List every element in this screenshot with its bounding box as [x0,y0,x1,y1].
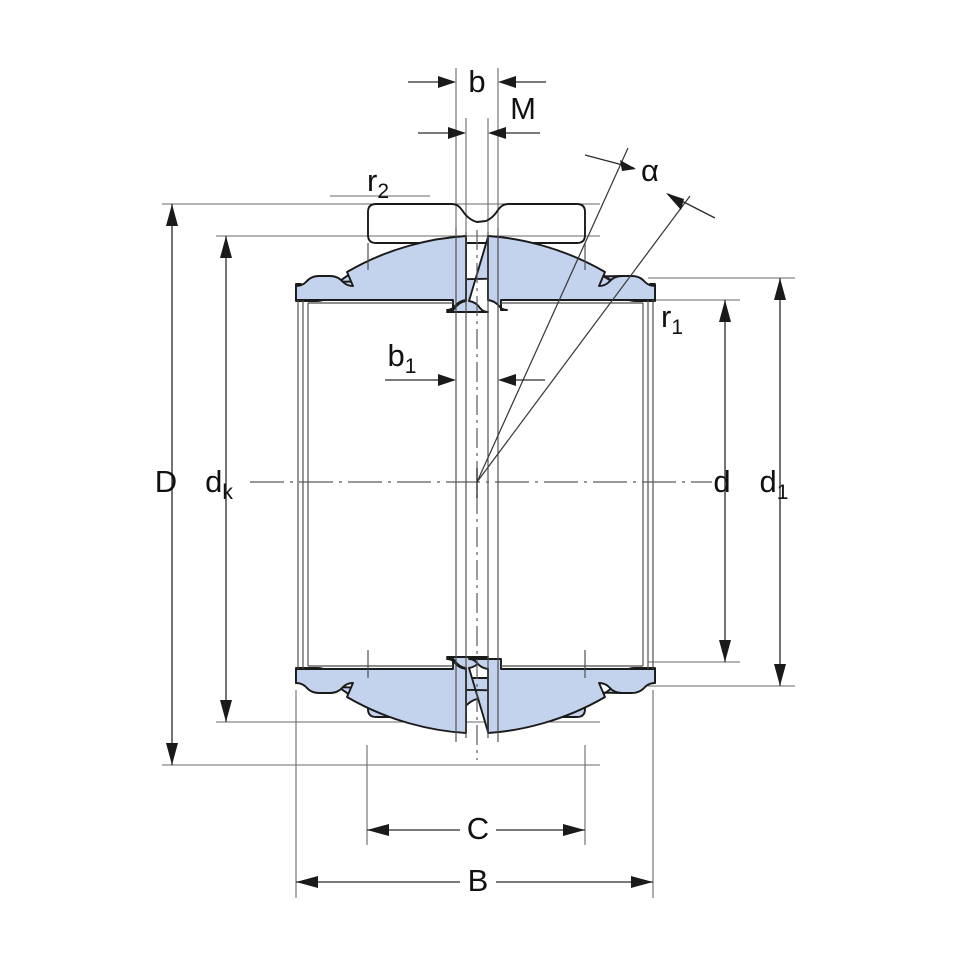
dimension-C: C [367,811,585,846]
dim-M-arrow-right [488,127,506,139]
dim-label-d1: d1 [760,464,789,503]
alpha-angle-indicator [476,147,716,498]
dim-d-arrow-bottom [719,640,731,662]
dim-B-arrow-left [296,876,318,888]
inner-ring-arch-lower [295,658,467,734]
dim-dk-arrow-top [220,236,232,258]
dimension-b: b [408,64,546,99]
dim-d1-arrow-bottom [774,664,786,686]
dimension-d: d [713,300,731,662]
dimension-B: B [296,863,653,898]
dim-label-C: C [467,811,489,846]
dimension-b1: b1 [385,338,545,386]
dim-d-arrow-top [719,300,731,322]
dim-label-r1: r1 [661,299,683,338]
dim-dk-arrow-bottom [220,700,232,722]
dim-b-arrow-left [438,76,456,88]
dim-b-arrow-right [498,76,516,88]
inner-ring-arch-upper [295,235,467,311]
dim-B-arrow-right [631,876,653,888]
dim-b1-arrow-right [498,374,516,386]
dim-D-arrow-top [166,204,178,226]
dim-label-b: b [468,64,485,99]
dimension-dk: dk [205,236,233,722]
alpha-line-left [476,147,629,483]
dim-label-b1: b1 [388,338,417,377]
dimension-D: D [155,204,178,765]
alpha-arrow-head-right [666,193,684,210]
dim-D-arrow-bottom [166,743,178,765]
alpha-arrow-head-left [620,160,636,171]
dim-C-arrow-left [367,824,389,836]
slot-walls [455,228,499,742]
dim-b1-arrow-left [438,374,456,386]
outer-ring-upper-box [367,203,586,244]
leader-labels: r2 r1 α [367,153,683,338]
dimension-d1: d1 [760,278,789,686]
dim-label-d: d [713,464,730,499]
bearing-part-geometry [295,203,656,742]
dim-label-r2: r2 [367,163,389,202]
dim-label-M: M [510,91,536,126]
dim-label-B: B [468,863,489,898]
inner-ring-edge-lines [308,302,643,667]
dim-label-alpha: α [641,153,659,188]
dimension-M: M [418,91,540,139]
inner-bore-right-wall [642,300,654,669]
dim-C-arrow-right [563,824,585,836]
dim-d1-arrow-top [774,278,786,300]
dim-label-D: D [155,464,177,499]
inner-bore-left-wall [297,300,309,669]
dim-label-dk: dk [205,464,233,503]
dim-M-arrow-left [448,127,466,139]
extension-lines [162,68,795,898]
alpha-line-right [476,195,691,483]
outer-ring-face-lines [367,243,586,678]
